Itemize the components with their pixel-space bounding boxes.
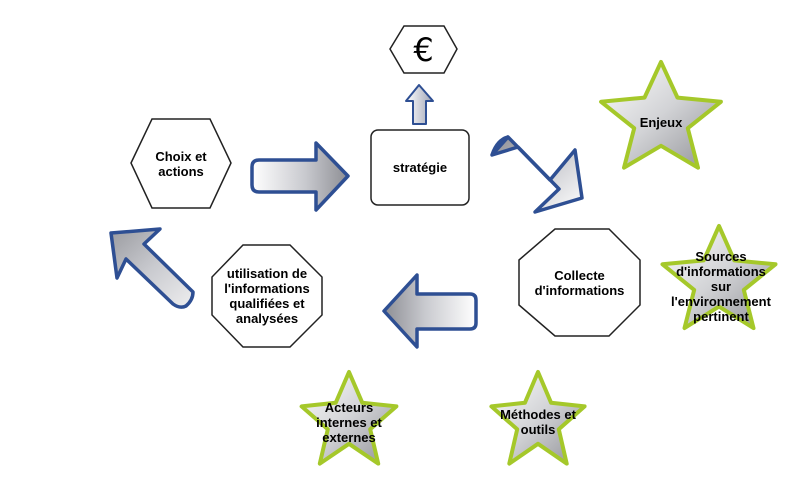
star-icon (660, 224, 778, 331)
utilisation-octagon (211, 244, 323, 348)
star-icon (299, 370, 399, 466)
collecte-octagon (518, 228, 641, 337)
arrow-down-right-icon (490, 135, 584, 214)
star-icon (489, 370, 587, 466)
arrow-right-icon (250, 141, 350, 212)
arrow-left-icon (382, 273, 478, 349)
star-icon (599, 60, 723, 170)
strategie-box (370, 129, 470, 206)
arrow-up-left-icon (109, 227, 195, 309)
choix-hexagon (130, 118, 232, 209)
arrow-up-icon (405, 84, 434, 125)
euro-hexagon (389, 25, 458, 74)
